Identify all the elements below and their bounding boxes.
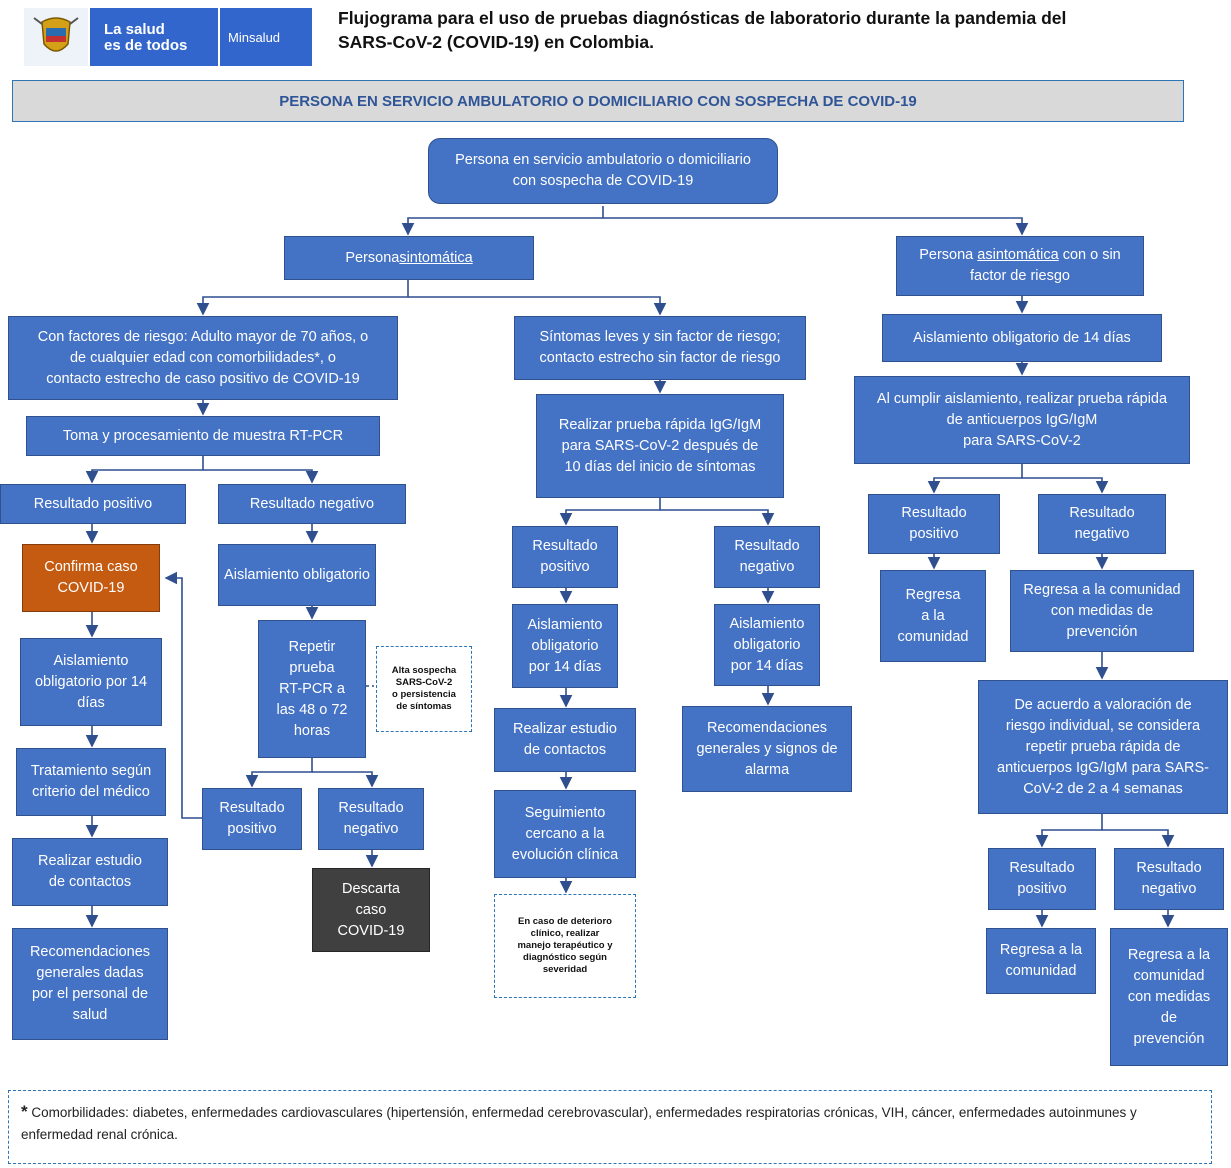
coat-of-arms-icon <box>24 8 88 66</box>
brand-line-2: es de todos <box>104 37 188 54</box>
node-contact-study-middle: Realizar estudio de contactos <box>494 708 636 772</box>
node-treatment: Tratamiento según criterio del médico <box>16 748 166 816</box>
node-symptomatic-prefix: Persona <box>345 249 400 266</box>
node-result-negative-right-2: Resultado negativo <box>1114 848 1224 910</box>
connector <box>1022 477 1109 494</box>
connector <box>660 509 775 526</box>
node-isolation-14-middle-1: Aislamiento obligatorio por 14 días <box>512 604 618 688</box>
connector <box>1102 829 1175 848</box>
brand-label: La salud es de todos <box>90 8 218 66</box>
node-mandatory-isolation: Aislamiento obligatorio <box>218 544 376 606</box>
connector <box>196 280 409 316</box>
connector <box>603 217 1029 236</box>
node-recommendations-middle: Recomendaciones generales y signos de al… <box>682 706 852 792</box>
section-banner: PERSONA EN SERVICIO AMBULATORIO O DOMICI… <box>12 80 1184 122</box>
node-result-negative-left: Resultado negativo <box>218 484 406 524</box>
node-risk-factors: Con factores de riesgo: Adulto mayor de … <box>8 316 398 400</box>
connector <box>559 498 661 526</box>
node-isolation-14-left: Aislamiento obligatorio por 14 días <box>20 638 162 726</box>
footnote-star: * <box>21 1102 28 1121</box>
node-result-negative-middle: Resultado negativo <box>714 526 820 588</box>
node-asymptomatic-underlined: asintomática <box>977 247 1059 263</box>
connector <box>245 758 313 788</box>
footnote-text: Comorbilidades: diabetes, enfermedades c… <box>21 1105 1137 1142</box>
node-isolation-14-middle-2: Aislamiento obligatorio por 14 días <box>714 604 820 686</box>
node-result-positive-left: Resultado positivo <box>0 484 186 524</box>
comorbidities-footnote: * Comorbilidades: diabetes, enfermedades… <box>8 1090 1212 1164</box>
node-return-community-1: Regresa a la comunidad <box>880 570 986 662</box>
node-rt-pcr: Toma y procesamiento de muestra RT-PCR <box>26 416 380 456</box>
node-confirm-case: Confirma caso COVID-19 <box>22 544 160 612</box>
node-asymptomatic: Persona asintomática con o sin factor de… <box>896 236 1144 296</box>
node-return-community-4: Regresa a la comunidad con medidas de pr… <box>1110 928 1228 1066</box>
node-symptomatic-underlined: sintomática <box>399 249 473 266</box>
node-result-negative-right: Resultado negativo <box>1038 494 1166 554</box>
connector <box>85 456 204 484</box>
node-return-community-3: Regresa a la comunidad <box>986 928 1096 994</box>
note-high-suspicion: Alta sospecha SARS-CoV-2 o persistencia … <box>376 646 472 732</box>
brand-line-1: La salud <box>104 21 165 38</box>
node-result-positive-middle: Resultado positivo <box>512 526 618 588</box>
node-mild-symptoms: Síntomas leves y sin factor de riesgo; c… <box>514 316 806 380</box>
note-clinical-deterioration: En caso de deterioro clínico, realizar m… <box>494 894 636 998</box>
node-result-positive-right: Resultado positivo <box>868 494 1000 554</box>
title-line-1: Flujograma para el uso de pruebas diagnó… <box>338 8 1067 28</box>
node-rapid-test-right: Al cumplir aislamiento, realizar prueba … <box>854 376 1190 464</box>
connector <box>408 296 667 316</box>
node-result-positive-2: Resultado positivo <box>202 788 302 850</box>
ministry-label: Minsalud <box>220 8 312 66</box>
connector <box>401 206 604 236</box>
connector <box>927 464 1023 494</box>
node-rapid-test-middle: Realizar prueba rápida IgG/IgM para SARS… <box>536 394 784 498</box>
node-recommendations-left: Recomendaciones generales dadas por el p… <box>12 928 168 1040</box>
node-symptomatic: Persona sintomática <box>284 236 534 280</box>
node-result-negative-2: Resultado negativo <box>318 788 424 850</box>
page-title: Flujograma para el uso de pruebas diagnó… <box>338 6 1218 54</box>
connector <box>203 469 319 484</box>
connector <box>312 771 379 788</box>
node-discard-case: Descarta caso COVID-19 <box>312 868 430 952</box>
node-result-positive-right-2: Resultado positivo <box>988 848 1096 910</box>
node-root: Persona en servicio ambulatorio o domici… <box>428 138 778 204</box>
node-asymptomatic-prefix: Persona <box>919 247 978 263</box>
connector <box>1035 814 1103 848</box>
minsalud-logo: La salud es de todos Minsalud <box>24 8 312 66</box>
connector <box>164 571 202 819</box>
title-line-2: SARS-CoV-2 (COVID-19) en Colombia. <box>338 32 655 52</box>
ministry-text: Minsalud <box>228 30 281 45</box>
node-return-community-2: Regresa a la comunidad con medidas de pr… <box>1010 570 1194 652</box>
node-close-followup: Seguimiento cercano a la evolución clíni… <box>494 790 636 878</box>
node-contact-study-left: Realizar estudio de contactos <box>12 838 168 906</box>
node-repeat-rt-pcr: Repetir prueba RT-PCR a las 48 o 72 hora… <box>258 620 366 758</box>
node-isolation-14-right: Aislamiento obligatorio de 14 días <box>882 314 1162 362</box>
node-individual-assessment: De acuerdo a valoración de riesgo indivi… <box>978 680 1228 814</box>
node-asymptomatic-suffix: con o sin factor de riesgo <box>970 247 1121 284</box>
